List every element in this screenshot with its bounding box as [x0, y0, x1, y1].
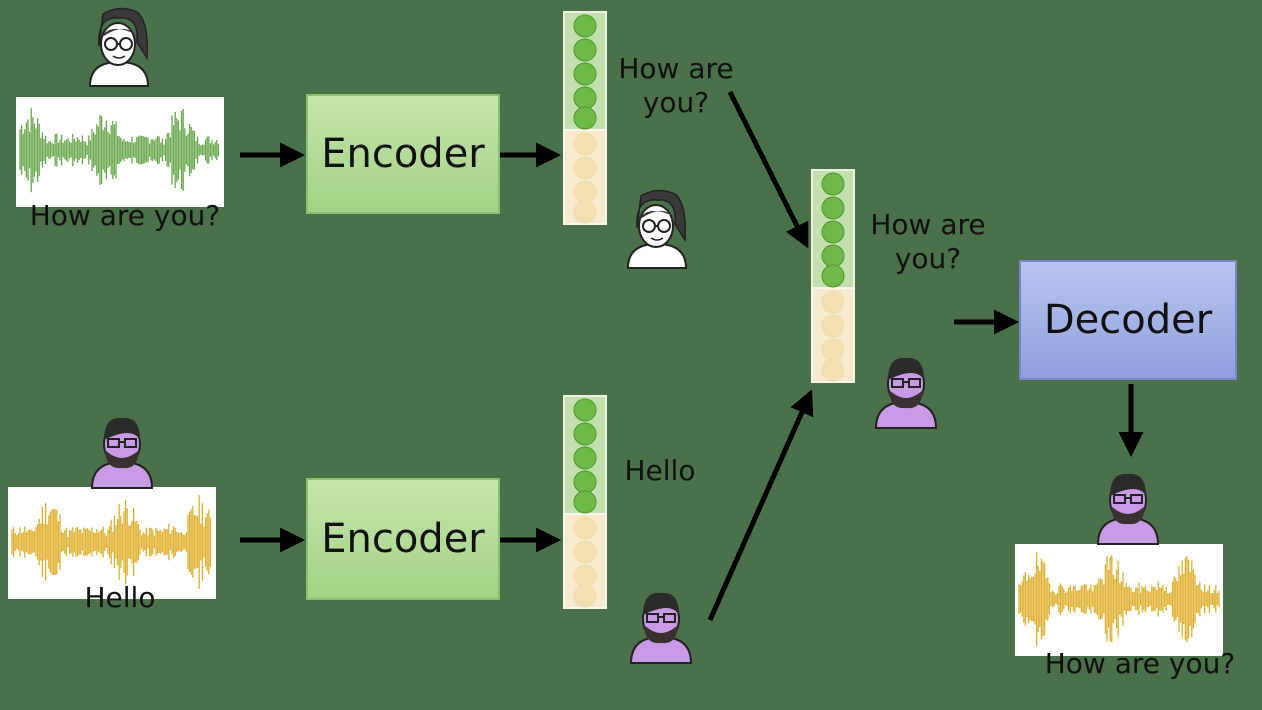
speaker-female-avatar-embedding [626, 189, 688, 269]
speaker-male-avatar-embedding [629, 592, 693, 664]
input-caption-top: How are you? [29, 199, 221, 232]
embedding-stack-merged [811, 169, 855, 383]
content-dot [573, 470, 597, 494]
speaker-male-avatar-merged [874, 357, 938, 429]
content-dot [573, 446, 597, 470]
waveform-output [1018, 552, 1220, 646]
encoder-label: Encoder [321, 131, 485, 177]
speaker-dot [573, 156, 597, 180]
content-dot [573, 38, 597, 62]
speaker-male-avatar-output [1096, 473, 1160, 545]
content-label-top: How are you? [618, 52, 734, 119]
decoder-box: Decoder [1019, 260, 1237, 380]
content-dot [573, 14, 597, 38]
content-dot [821, 172, 845, 196]
output-caption: How are you? [1044, 647, 1236, 680]
encoder-label: Encoder [321, 516, 485, 562]
speaker-female-avatar-input [88, 7, 150, 87]
speaker-dot [573, 132, 597, 156]
decoder-label: Decoder [1043, 297, 1213, 343]
content-dot [573, 490, 597, 514]
speaker-male-avatar-input [90, 417, 154, 489]
content-dot [573, 422, 597, 446]
speaker-dot [573, 540, 597, 564]
speaker-dot [573, 584, 597, 608]
arrows [240, 90, 1144, 622]
speaker-dot [821, 338, 845, 362]
encoder-box-bottom: Encoder [306, 478, 500, 600]
waveform-input-top [19, 107, 220, 193]
waveform-input-bottom [11, 495, 212, 589]
content-dot [821, 220, 845, 244]
content-dot [573, 86, 597, 110]
arrow-content-to-merged [727, 90, 809, 249]
embedding-stack-bottom [563, 395, 607, 609]
arrow-speaker-to-merged [707, 389, 814, 622]
merged-content-label: How are you? [870, 208, 986, 275]
content-dot [573, 398, 597, 422]
speaker-dot [573, 564, 597, 588]
content-dot [573, 62, 597, 86]
speaker-dot [573, 200, 597, 224]
speaker-dot [573, 516, 597, 540]
content-dot [821, 244, 845, 268]
content-dot [573, 106, 597, 130]
content-dot [821, 264, 845, 288]
content-label-bottom: Hello [624, 454, 696, 487]
speaker-dot [821, 358, 845, 382]
speaker-dot [573, 180, 597, 204]
embedding-stack-top [563, 11, 607, 225]
speaker-dot [821, 290, 845, 314]
content-dot [821, 196, 845, 220]
speaker-dot [821, 314, 845, 338]
input-caption-bottom: Hello [84, 581, 156, 614]
encoder-box-top: Encoder [306, 94, 500, 214]
